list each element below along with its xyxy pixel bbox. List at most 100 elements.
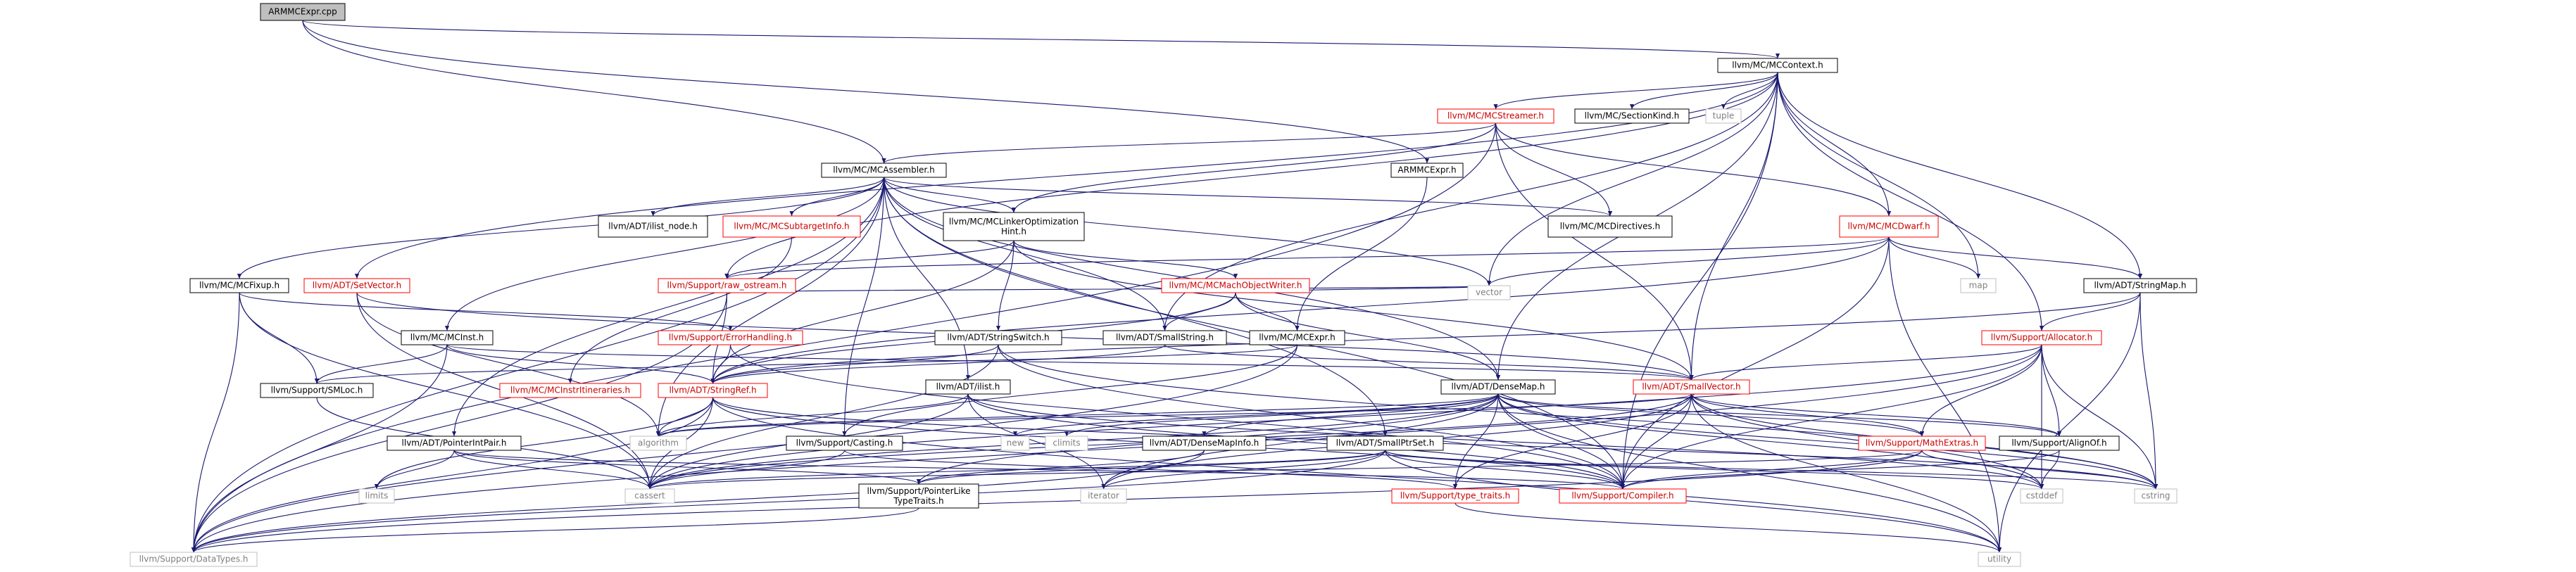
node-climits-box: [1045, 436, 1088, 451]
node-mcstreamer-label: llvm/MC/MCStreamer.h: [1447, 111, 1544, 121]
node-sectionkind[interactable]: llvm/MC/SectionKind.h: [1574, 108, 1690, 124]
node-stringref-label: llvm/ADT/StringRef.h: [669, 386, 756, 395]
node-mcexpr-box: [1249, 330, 1345, 345]
node-casting[interactable]: llvm/Support/Casting.h: [786, 436, 903, 451]
node-utility[interactable]: utility: [1978, 552, 2021, 567]
edge-mcfixup-to-errorhandling: [239, 292, 733, 331]
node-smloc[interactable]: llvm/Support/SMLoc.h: [260, 383, 374, 398]
node-algorithm-box: [629, 436, 687, 451]
node-smloc-label: llvm/Support/SMLoc.h: [271, 386, 363, 395]
node-smallvector-box: [1633, 379, 1750, 395]
node-climits[interactable]: climits: [1045, 436, 1088, 451]
edge-alignof-to-cstddef: [2039, 450, 2060, 490]
node-mcassembler-label: llvm/MC/MCAssembler.h: [833, 165, 934, 175]
node-smallptrset[interactable]: llvm/ADT/SmallPtrSet.h: [1326, 436, 1444, 451]
node-mcinstrit-box: [499, 383, 641, 398]
edge-mcstreamer-to-smallvector: [1495, 122, 1694, 381]
node-stringmap[interactable]: llvm/ADT/StringMap.h: [2083, 278, 2197, 293]
node-alignof[interactable]: llvm/Support/AlignOf.h: [1999, 436, 2120, 451]
node-mcdirectives-box: [1547, 215, 1673, 238]
edge-mcassembler-to-linkeropt: [883, 177, 1017, 213]
node-mcdwarf[interactable]: llvm/MC/MCDwarf.h: [1839, 215, 1939, 238]
edge-mcexpr-to-datatypes: [191, 344, 1298, 553]
node-mcfixup-label: llvm/MC/MCFixup.h: [199, 281, 279, 291]
edge-linkeropt-to-smallvector: [1013, 240, 1694, 381]
edge-stringref-to-limits: [374, 397, 714, 490]
node-allocator[interactable]: llvm/Support/Allocator.h: [1981, 330, 2102, 345]
node-tuple[interactable]: tuple: [1705, 108, 1742, 124]
node-mcinst-label: llvm/MC/MCInst.h: [410, 333, 484, 343]
edge-smallptrset-to-iterator: [1101, 450, 1386, 490]
edge-errorhandling-to-compiler: [729, 344, 1625, 490]
edge-mcassembler-to-mcdirectives: [883, 177, 1612, 217]
node-mcinst[interactable]: llvm/MC/MCInst.h: [401, 330, 494, 345]
node-errorhandling-label: llvm/Support/ErrorHandling.h: [669, 333, 792, 343]
node-pointerintpair[interactable]: llvm/ADT/PointerIntPair.h: [387, 436, 522, 451]
node-stringref[interactable]: llvm/ADT/StringRef.h: [658, 383, 768, 398]
node-typetraits[interactable]: llvm/Support/type_traits.h: [1391, 488, 1519, 504]
node-compiler[interactable]: llvm/Support/Compiler.h: [1559, 488, 1687, 504]
node-errorhandling[interactable]: llvm/Support/ErrorHandling.h: [658, 330, 803, 345]
node-rawostream-box: [658, 278, 796, 293]
node-mcstreamer[interactable]: llvm/MC/MCStreamer.h: [1437, 108, 1554, 124]
node-mcinstrit[interactable]: llvm/MC/MCInstrItineraries.h: [499, 383, 641, 398]
node-vector[interactable]: vector: [1467, 285, 1511, 300]
node-stringswitch[interactable]: llvm/ADT/StringSwitch.h: [934, 330, 1062, 345]
edge-mcassembler-to-mcfixup: [237, 177, 885, 279]
edge-mcdwarf-to-rawostream: [724, 236, 1890, 279]
node-densemapinfo[interactable]: llvm/ADT/DenseMapInfo.h: [1142, 436, 1267, 451]
node-iterator-box: [1080, 488, 1127, 504]
node-limits[interactable]: limits: [358, 488, 395, 504]
node-iterator[interactable]: iterator: [1080, 488, 1127, 504]
node-tuple-box: [1705, 108, 1742, 124]
node-map[interactable]: map: [1960, 278, 1997, 293]
edge-stringref-to-datatypes: [191, 397, 714, 553]
node-root[interactable]: ARMMCExpr.cpp: [260, 3, 346, 21]
edge-mcassembler-to-smallstring: [883, 177, 1167, 331]
edge-typetraits-to-utility: [1455, 502, 2002, 553]
node-mcfixup[interactable]: llvm/MC/MCFixup.h: [189, 278, 289, 293]
node-setvector[interactable]: llvm/ADT/SetVector.h: [303, 278, 410, 293]
node-cstring-box: [2134, 488, 2178, 504]
node-machobj-box: [1161, 278, 1310, 293]
node-smallstring[interactable]: llvm/ADT/SmallString.h: [1102, 330, 1227, 345]
edge-densemap-to-algorithm: [656, 393, 1499, 437]
edge-allocator-to-smallvector: [1689, 344, 2042, 381]
node-cassert[interactable]: cassert: [624, 488, 675, 504]
node-mcdirectives-label: llvm/MC/MCDirectives.h: [1560, 222, 1660, 231]
node-smallvector[interactable]: llvm/ADT/SmallVector.h: [1633, 379, 1750, 395]
node-subtargetinfo[interactable]: llvm/MC/MCSubtargetInfo.h: [722, 215, 861, 238]
node-new[interactable]: new: [1000, 436, 1030, 451]
node-rawostream[interactable]: llvm/Support/raw_ostream.h: [658, 278, 796, 293]
node-cstddef[interactable]: cstddef: [2020, 488, 2063, 504]
edge-subtargetinfo-to-mcinstrit: [567, 236, 793, 384]
edge-mathextras-to-cassert: [648, 450, 1923, 490]
node-ilistnode[interactable]: llvm/ADT/ilist_node.h: [598, 215, 708, 238]
node-mcexpr[interactable]: llvm/MC/MCExpr.h: [1249, 330, 1345, 345]
edge-stringref-to-utility: [712, 397, 2002, 553]
node-vector-label: vector: [1476, 288, 1502, 298]
edge-densemap-to-cstring: [1497, 393, 2158, 490]
node-cassert-box: [624, 488, 675, 504]
node-mathextras[interactable]: llvm/Support/MathExtras.h: [1858, 436, 1986, 451]
node-ilisth[interactable]: llvm/ADT/ilist.h: [925, 379, 1011, 395]
node-machobj[interactable]: llvm/MC/MCMachObjectWriter.h: [1161, 278, 1310, 293]
node-cstring[interactable]: cstring: [2134, 488, 2178, 504]
edge-mcfixup-to-cassert: [239, 292, 653, 490]
node-mcfixup-box: [189, 278, 289, 293]
node-mcinstrit-label: llvm/MC/MCInstrItineraries.h: [510, 386, 630, 395]
edge-mcassembler-to-datatypes: [191, 177, 885, 553]
node-pointerintpair-label: llvm/ADT/PointerIntPair.h: [402, 438, 507, 448]
node-armmcexprh[interactable]: ARMMCExpr.h: [1390, 163, 1464, 178]
edge-pointerintpair-to-limits: [374, 450, 455, 490]
node-mccontext[interactable]: llvm/MC/MCContext.h: [1717, 58, 1838, 73]
node-compiler-box: [1559, 488, 1687, 504]
edge-smallstring-to-smallvector: [1164, 344, 1694, 381]
node-algorithm[interactable]: algorithm: [629, 436, 687, 451]
node-mcdirectives[interactable]: llvm/MC/MCDirectives.h: [1547, 215, 1673, 238]
node-datatypes[interactable]: llvm/Support/DataTypes.h: [130, 552, 258, 567]
node-mcassembler[interactable]: llvm/MC/MCAssembler.h: [821, 163, 947, 178]
node-densemap[interactable]: llvm/ADT/DenseMap.h: [1440, 379, 1556, 395]
